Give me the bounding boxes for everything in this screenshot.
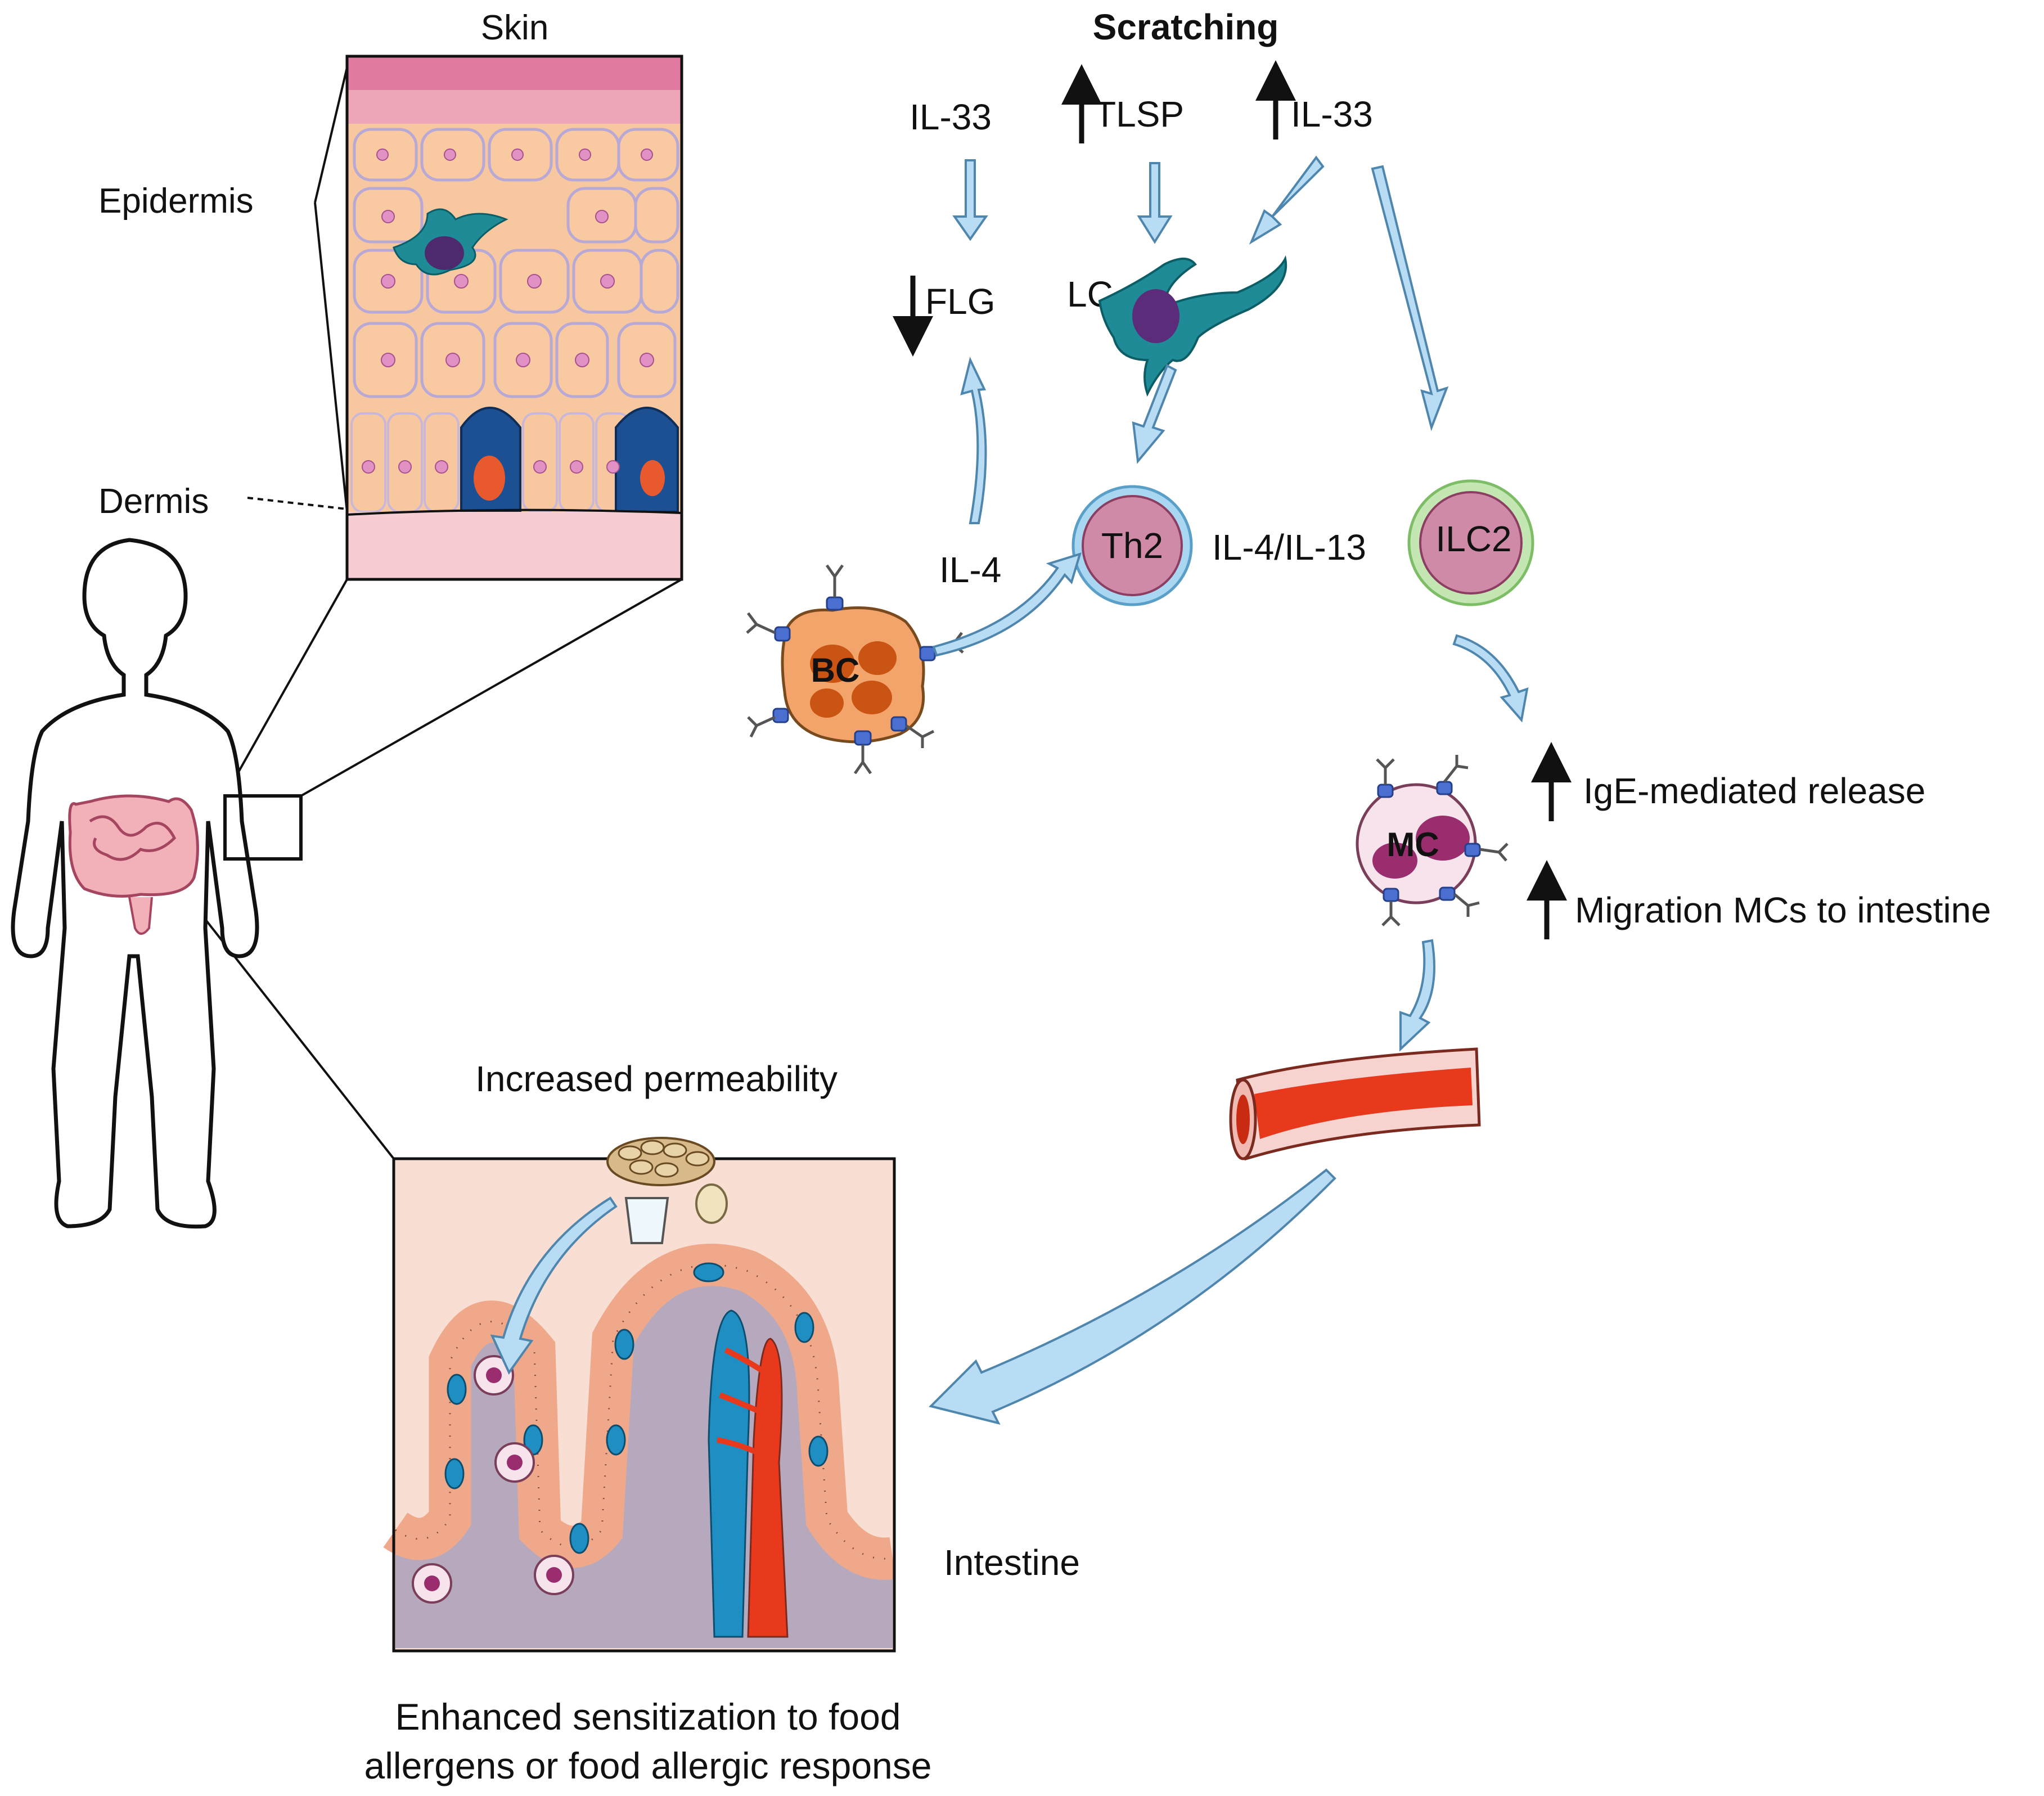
label-il4-il13: IL-4/IL-13 bbox=[1212, 527, 1366, 568]
arrow-lc-to-th2 bbox=[1132, 364, 1177, 464]
label-il33-right: IL-33 bbox=[1291, 94, 1373, 134]
label-flg: FLG bbox=[925, 281, 995, 322]
arrow-il4-to-flg bbox=[960, 357, 987, 524]
langerhans-cell-icon bbox=[1098, 255, 1287, 397]
skin-cross-section-icon bbox=[345, 55, 683, 581]
label-il4: IL-4 bbox=[939, 550, 1001, 590]
arrow-il33-to-lc bbox=[1249, 155, 1325, 245]
label-ilc2: ILC2 bbox=[1435, 519, 1511, 559]
label-migration: Migration MCs to intestine bbox=[1575, 890, 1991, 930]
nuclei-dots bbox=[362, 148, 654, 474]
label-th2: Th2 bbox=[1101, 525, 1163, 566]
arrow-food-to-villi bbox=[490, 1196, 618, 1375]
label-bc: BC bbox=[811, 651, 860, 689]
food-allergens-icon bbox=[606, 1137, 728, 1244]
label-il33-left: IL-33 bbox=[910, 97, 992, 137]
arrow-il33-to-flg bbox=[952, 159, 988, 241]
zoom-lines-skin bbox=[184, 67, 682, 1160]
intestinal-mast-cells bbox=[412, 1355, 574, 1604]
label-tlsp: TLSP bbox=[1094, 94, 1184, 134]
label-skin: Skin bbox=[481, 8, 549, 47]
blood-vessel-icon bbox=[1229, 1047, 1481, 1161]
intestine-organ-icon bbox=[68, 794, 199, 935]
label-epidermis: Epidermis bbox=[98, 182, 254, 220]
label-intestine: Intestine bbox=[944, 1542, 1080, 1583]
label-mc: MC bbox=[1386, 826, 1439, 863]
arrow-mc-to-vessel bbox=[1399, 939, 1435, 1052]
th2-cell-icon bbox=[1071, 485, 1193, 606]
label-scratching: Scratching bbox=[1093, 7, 1279, 47]
arrow-il33-to-ilc2 bbox=[1371, 165, 1449, 431]
arrow-tlsp-to-lc bbox=[1137, 162, 1173, 244]
caption-line-1: Enhanced sensitization to food bbox=[395, 1696, 901, 1738]
zoom-box bbox=[223, 794, 303, 861]
arrow-bc-to-th2 bbox=[932, 552, 1082, 657]
label-ige-release: IgE-mediated release bbox=[1583, 771, 1925, 811]
mast-cell-icon bbox=[1356, 755, 1509, 926]
basophil-icon bbox=[746, 564, 964, 775]
ilc2-cell-icon bbox=[1407, 479, 1534, 606]
caption-line-2: allergens or food allergic response bbox=[364, 1745, 932, 1786]
arrow-ilc2-to-mc bbox=[1452, 634, 1529, 723]
label-increased-permeability: Increased permeability bbox=[475, 1059, 838, 1099]
label-dermis: Dermis bbox=[98, 482, 209, 521]
arrow-vessel-to-intestine bbox=[929, 1168, 1336, 1425]
